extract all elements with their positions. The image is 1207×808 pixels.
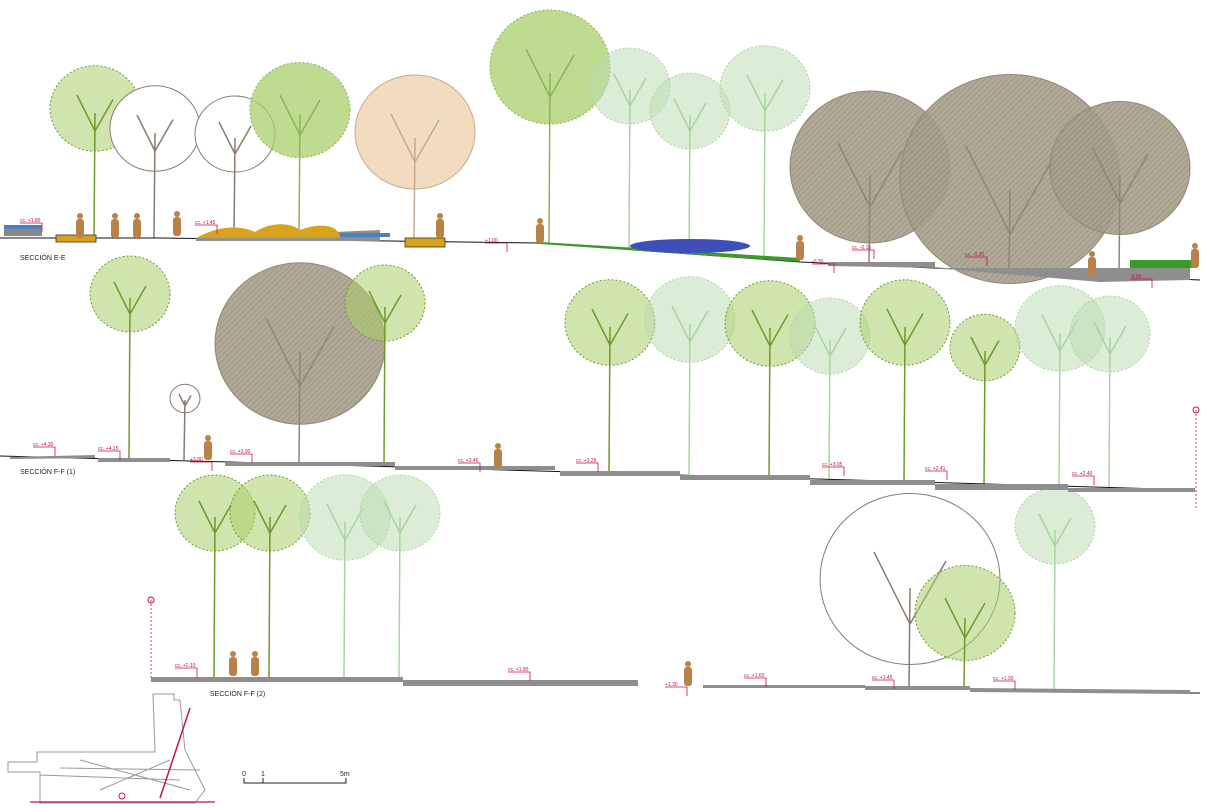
level-label: cc. +1.60 — [744, 673, 765, 679]
section-f-f-1-ground — [0, 406, 1200, 510]
tree — [859, 279, 951, 483]
person-silhouette — [133, 213, 141, 238]
section-e-e-ground — [0, 224, 1201, 282]
level-marker: cc. +3.26 — [576, 458, 599, 472]
person-silhouette — [1191, 243, 1199, 268]
trees-layer — [49, 9, 1191, 691]
level-marker: +1.00 — [485, 238, 508, 252]
tree — [719, 45, 811, 259]
section-f-f-2-ground — [147, 596, 1200, 694]
person-silhouette — [684, 661, 692, 686]
tree — [169, 383, 201, 461]
level-label: cc. +1.45 — [195, 220, 216, 226]
level-label: +3.80 — [190, 457, 203, 463]
level-label: cc. +2.41 — [925, 466, 946, 472]
level-marker: cc. +2.40 — [1072, 471, 1095, 485]
person-silhouette — [76, 213, 84, 238]
level-marker: cc. +1.45 — [195, 220, 218, 234]
level-label: +1.30 — [665, 682, 678, 688]
level-marker: cc. +2.10 — [175, 663, 198, 677]
level-label: cc. +4.15 — [98, 446, 119, 452]
tree — [589, 47, 671, 251]
tree — [109, 85, 201, 239]
level-marker: cc. +3.05 — [822, 462, 845, 476]
tree — [214, 262, 386, 463]
tree — [949, 313, 1021, 487]
scale-label-0: 0 — [242, 771, 246, 778]
level-marker: cc. +1.80 — [20, 218, 43, 232]
level-marker: -0.50 — [1130, 274, 1153, 288]
level-label: cc. +1.30 — [993, 676, 1014, 682]
tree — [914, 565, 1016, 689]
person-silhouette — [436, 213, 444, 238]
level-label: cc. +1.80 — [508, 667, 529, 673]
tree — [489, 9, 611, 244]
level-label: cc. -0.15 — [852, 245, 871, 251]
level-label: -0.50 — [1130, 274, 1142, 280]
tree — [644, 276, 736, 475]
people-silhouettes — [76, 211, 1199, 686]
person-silhouette — [494, 443, 502, 468]
section-title-f-f-1: SECCIÓN F-F (1) — [20, 467, 75, 476]
level-marker: +1.30 — [665, 682, 688, 696]
tree — [229, 474, 311, 678]
tree — [789, 297, 871, 481]
tree — [1014, 487, 1096, 691]
level-marker: cc. +3.45 — [458, 458, 481, 472]
scale-bar: 0 1 5m — [242, 771, 350, 784]
person-silhouette — [251, 651, 259, 676]
level-marker: cc. +3.90 — [230, 449, 253, 463]
level-label: +1.00 — [485, 238, 498, 244]
level-markers: cc. +1.80 cc. +1.45 +1.00 -0.30 cc. -0.15 cc.… — [20, 218, 1153, 696]
level-marker: cc. +1.30 — [993, 676, 1016, 690]
level-marker: cc. +4.30 — [33, 442, 56, 456]
scale-label-1: 1 — [261, 771, 265, 778]
level-label: cc. +3.26 — [576, 458, 597, 464]
person-silhouette — [229, 651, 237, 676]
tree — [354, 74, 476, 239]
scale-label-5m: 5m — [340, 771, 350, 778]
person-silhouette — [204, 435, 212, 460]
tree — [344, 264, 426, 463]
person-silhouette — [1088, 251, 1096, 276]
tree — [1069, 295, 1151, 489]
tree — [649, 72, 731, 256]
person-silhouette — [796, 235, 804, 260]
person-silhouette — [173, 211, 181, 236]
level-label: cc. +1.80 — [20, 218, 41, 224]
level-marker: cc. +1.45 — [872, 675, 895, 689]
level-marker: cc. +4.15 — [98, 446, 121, 460]
level-marker: -0.30 — [812, 259, 835, 273]
level-label: cc. +2.10 — [175, 663, 196, 669]
level-label: cc. -0.30 — [965, 252, 984, 258]
level-marker: cc. +1.80 — [508, 667, 531, 681]
tree — [359, 474, 441, 678]
tree — [89, 255, 171, 459]
level-marker: +3.80 — [190, 457, 213, 471]
level-marker: cc. +2.41 — [925, 466, 948, 480]
level-label: cc. +2.40 — [1072, 471, 1093, 477]
section-title-f-f-2: SECCIÓN F-F (2) — [210, 689, 265, 698]
level-marker: cc. +1.60 — [744, 673, 767, 687]
person-silhouette — [536, 218, 544, 243]
level-label: cc. +1.45 — [872, 675, 893, 681]
level-label: cc. +3.90 — [230, 449, 251, 455]
person-silhouette — [111, 213, 119, 238]
level-label: cc. +4.30 — [33, 442, 54, 448]
level-marker: cc. -0.30 — [965, 252, 988, 266]
level-label: -0.30 — [812, 259, 824, 265]
section-title-e-e: SECCIÓN E-E — [20, 253, 66, 262]
tree — [564, 279, 656, 473]
tree — [249, 62, 351, 236]
level-label: cc. +3.45 — [458, 458, 479, 464]
key-plan — [7, 693, 215, 804]
tree — [1049, 101, 1191, 276]
level-label: cc. +3.05 — [822, 462, 843, 468]
level-marker: cc. -0.15 — [852, 245, 875, 259]
